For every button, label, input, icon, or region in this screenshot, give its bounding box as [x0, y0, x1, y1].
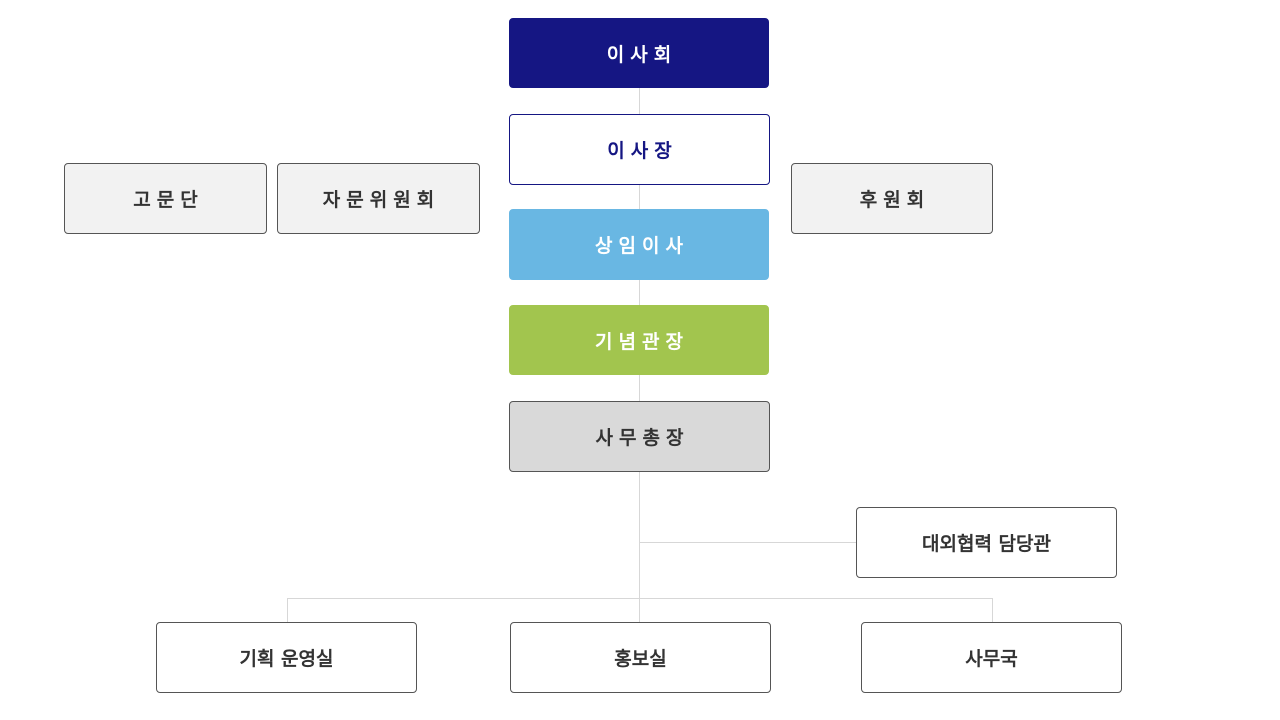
- memorial-director-label: 기념관장: [595, 330, 689, 353]
- planning-office-label: 기획 운영실: [239, 648, 334, 670]
- planning-office-connector: [287, 598, 288, 622]
- bottom-horizontal-connector: [287, 598, 993, 599]
- memorial-director-box[interactable]: 기념관장: [509, 305, 769, 375]
- secretariat-label: 사무국: [965, 648, 1018, 670]
- supporters-association-box[interactable]: 후원회: [791, 163, 993, 234]
- secretary-general-label: 사무총장: [595, 427, 690, 449]
- advisory-committee-label: 자문위원회: [322, 189, 441, 211]
- chairman-box[interactable]: 이사장: [509, 114, 770, 185]
- secretary-general-box[interactable]: 사무총장: [509, 401, 770, 472]
- advisory-group-box[interactable]: 고문단: [64, 163, 267, 234]
- advisory-group-label: 고문단: [133, 189, 204, 211]
- supporters-association-label: 후원회: [859, 189, 931, 211]
- pr-office-label: 홍보실: [614, 648, 667, 670]
- board-label: 이사회: [606, 43, 678, 66]
- secretariat-connector: [992, 598, 993, 622]
- chairman-label: 이사장: [607, 140, 678, 162]
- standing-director-label: 상임이사: [595, 235, 689, 257]
- board-box[interactable]: 이사회: [509, 18, 769, 88]
- pr-office-box[interactable]: 홍보실: [510, 622, 771, 693]
- standing-director-box[interactable]: 상임이사: [509, 209, 769, 280]
- planning-office-box[interactable]: 기획 운영실: [156, 622, 417, 693]
- external-affairs-officer-box[interactable]: 대외협력 담당관: [856, 507, 1117, 578]
- secretariat-box[interactable]: 사무국: [861, 622, 1122, 693]
- external-affairs-connector: [639, 542, 856, 543]
- advisory-committee-box[interactable]: 자문위원회: [277, 163, 480, 234]
- external-affairs-officer-label: 대외협력 담당관: [922, 533, 1051, 555]
